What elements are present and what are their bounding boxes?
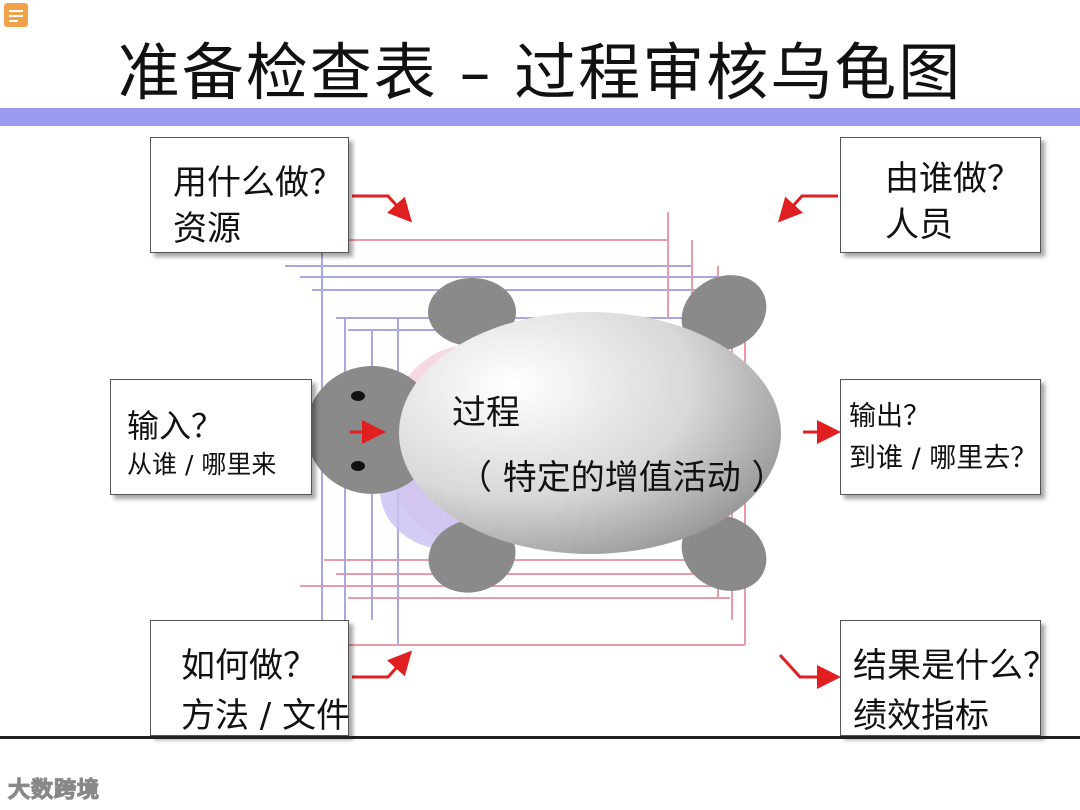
turtle-shell — [399, 312, 781, 554]
process-title: 过程 — [452, 393, 520, 433]
personnel-box: 由谁做？ 人员 — [840, 137, 1041, 253]
watermark: 大数跨境 — [7, 778, 101, 804]
input-question: 输入？ — [127, 407, 224, 445]
output-answer: 到谁 / 哪里去？ — [849, 443, 1038, 474]
process-description: （ 特定的增值活动 ） — [458, 458, 786, 498]
output-box: 输出？ 到谁 / 哪里去？ — [840, 379, 1041, 495]
resources-question: 用什么做？ — [173, 163, 343, 203]
method-box: 如何做？ 方法 / 文件 — [150, 620, 350, 736]
method-question: 如何做？ — [181, 646, 317, 686]
method-answer: 方法 / 文件 — [181, 696, 351, 736]
title-band — [0, 108, 1080, 126]
red-horizontal-lines — [300, 239, 745, 646]
personnel-question: 由谁做？ — [885, 159, 1021, 199]
result-box: 结果是什么？ 绩效指标 — [840, 620, 1057, 736]
resources-box: 用什么做？ 资源 — [150, 137, 349, 253]
personnel-answer: 人员 — [885, 205, 953, 245]
output-question: 输出？ — [849, 401, 930, 432]
note-icon — [4, 3, 28, 27]
bottom-divider — [0, 736, 1080, 739]
input-box: 输入？ 从谁 / 哪里来 — [110, 379, 312, 495]
resources-answer: 资源 — [173, 209, 241, 249]
arrow-icon — [350, 194, 841, 689]
result-answer: 绩效指标 — [853, 696, 989, 736]
result-question: 结果是什么？ — [853, 646, 1057, 686]
page-title: 准备检查表 – 过程审核乌龟图 — [117, 36, 963, 109]
turtle-leg-bottom-right — [681, 515, 767, 591]
input-answer: 从谁 / 哪里来 — [127, 450, 277, 479]
turtle-leg-bottom-left — [428, 519, 516, 593]
turtle-leg-top-right — [681, 275, 767, 351]
